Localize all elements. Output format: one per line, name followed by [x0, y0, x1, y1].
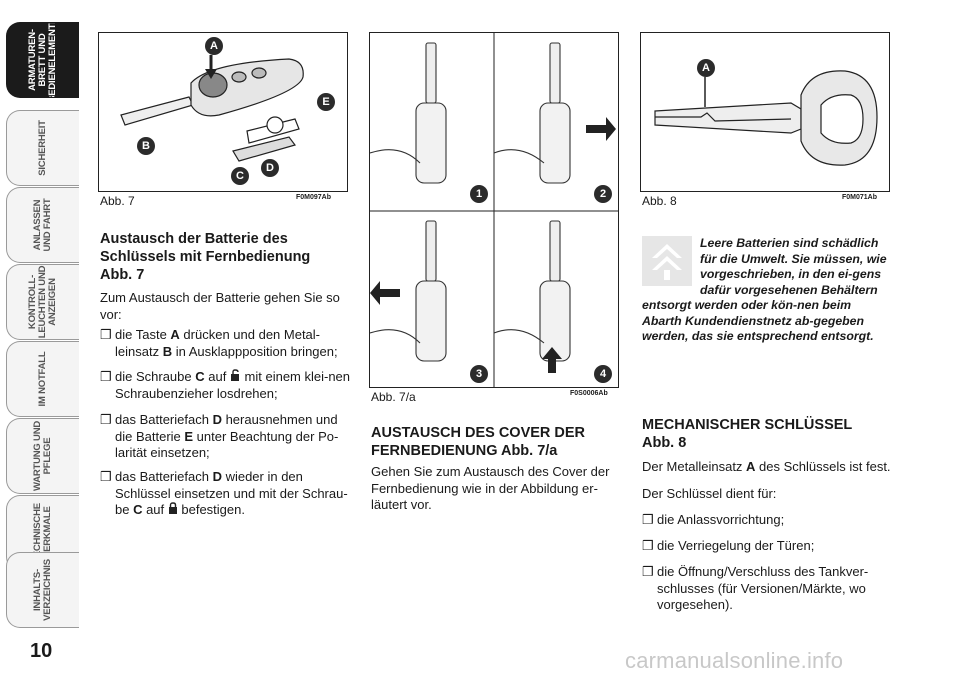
page-number: 10 — [30, 640, 53, 662]
figure-8-code: F0M071Ab — [842, 194, 878, 201]
note-float-spacer — [642, 236, 700, 294]
step-1-badge: 1 — [470, 185, 488, 203]
unlock-icon — [230, 369, 239, 381]
col2-body: Gehen Sie zum Austausch des Cover der Fe… — [371, 464, 610, 512]
environment-warning-icon — [642, 236, 692, 286]
col3-p1: Der Metalleinsatz A des Schlüssels ist f… — [642, 459, 891, 474]
col3-item-3: ❒die Öffnung/Verschluss des Tankver-schl… — [642, 564, 869, 612]
col1-heading: Austausch der Batterie des Schlüssels mi… — [100, 231, 311, 283]
col3-item-2: ❒die Verriegelung der Türen; — [642, 538, 815, 553]
tab-anlassen[interactable]: ANLASSEN UND FAHRT — [6, 187, 79, 263]
figure-8-mechanical-key: A — [640, 32, 890, 192]
lock-icon — [168, 502, 177, 514]
col1-item-3: ❒ das Batteriefach D herausnehmen und di… — [100, 412, 339, 460]
cover-replacement-illustration — [369, 33, 618, 387]
label-d: D — [261, 159, 279, 177]
figure-7a-cover-steps: 1 2 3 4 — [369, 32, 619, 388]
step-2-badge: 2 — [594, 185, 612, 203]
environment-note: Leere Batterien sind schädlich für die U… — [642, 236, 887, 343]
tab-wartung[interactable]: WARTUNG UND PFLEGE — [6, 418, 79, 494]
tab-inhalt[interactable]: INHALTS- VERZEICHNIS — [6, 552, 79, 628]
step-4-badge: 4 — [594, 365, 612, 383]
col1-intro: Zum Austausch der Batterie gehen Sie so … — [100, 290, 340, 322]
label-e: E — [317, 93, 335, 111]
tab-notfall[interactable]: IM NOTFALL — [6, 341, 79, 417]
label-b: B — [137, 137, 155, 155]
tab-sicherheit[interactable]: SICHERHEIT — [6, 110, 79, 186]
figure-7-code: F0M097Ab — [296, 194, 332, 201]
col1-item-1: ❒ die Taste A drücken und den Metal-lein… — [100, 327, 338, 359]
col2-heading: AUSTAUSCH DES COVER DER FERNBEDIENUNG Ab… — [371, 425, 586, 459]
tab-kontrollleuchten[interactable]: KONTROLL- LEUCHTEN UND ANZEIGEN — [6, 264, 79, 340]
figure-7-key-battery: A E B C D — [98, 32, 348, 192]
label-a: A — [697, 59, 715, 77]
col1-item-4: ❒ das Batteriefach D wieder in den Schlü… — [100, 469, 348, 517]
col3-heading: MECHANISCHER SCHLÜSSEL Abb. 8 — [642, 417, 853, 451]
figure-7a-caption: Abb. 7/a — [371, 390, 416, 404]
figure-8-caption: Abb. 8 — [642, 194, 677, 208]
watermark: carmanualsonline.info — [625, 648, 844, 673]
label-c: C — [231, 167, 249, 185]
figure-7-caption: Abb. 7 — [100, 194, 135, 208]
step-3-badge: 3 — [470, 365, 488, 383]
key-exploded-illustration — [120, 55, 304, 162]
tab-armaturenbrett[interactable]: ARMATUREN- BRETT UND BEDIENELEMENTE — [6, 22, 79, 98]
mechanical-key-illustration — [654, 70, 878, 166]
col3-item-1: ❒die Anlassvorrichtung; — [642, 512, 785, 527]
col3-p2: Der Schlüssel dient für: — [642, 486, 777, 501]
label-a: A — [205, 37, 223, 55]
col1-item-2: ❒ die Schraube C auf mit einem klei-nen … — [100, 369, 351, 401]
figure-7a-code: F0S0006Ab — [570, 390, 608, 397]
